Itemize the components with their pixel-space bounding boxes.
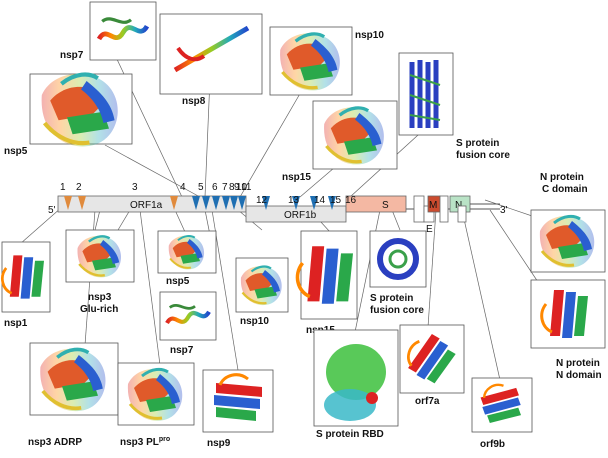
label-s-fusion-top-1: S protein (456, 138, 499, 149)
structure-nsp7-bottom: nsp7 (159, 291, 217, 356)
site-number-14: 14 (314, 195, 326, 206)
structure-nsp7-top: nsp7 (60, 1, 157, 61)
label-nsp8: nsp8 (182, 96, 206, 107)
structure-nsp15-bottom: nsp15 (295, 230, 358, 336)
cleavage-site-markers (64, 196, 336, 210)
structure-s-fusion-top: S protein fusion core (398, 52, 510, 161)
label-n-c-1: N protein (540, 172, 584, 183)
label-s-rbd: S protein RBD (316, 429, 384, 440)
site-marker-4 (192, 196, 200, 210)
site-number-4: 4 (180, 182, 186, 193)
m-label: M (429, 200, 437, 211)
label-nsp7-top: nsp7 (60, 50, 84, 61)
structure-nsp15-top: nsp15 (282, 100, 398, 183)
site-number-11: 11 (241, 182, 252, 193)
label-s-fusion-bottom-2: fusion core (370, 305, 424, 316)
site-number-1: 1 (60, 182, 66, 193)
label-n-c-2: C domain (542, 184, 588, 195)
site-marker-2 (78, 196, 86, 210)
structure-orf9b: orf9b (471, 377, 533, 450)
label-n-n-1: N protein (556, 358, 600, 369)
s-label: S (382, 200, 389, 211)
site-number-12: 12 (256, 195, 268, 206)
label-s-fusion-bottom-1: S protein (370, 293, 413, 304)
structure-nsp3-plpro: nsp3 PLpro (117, 362, 195, 448)
structure-nsp9: nsp9 (202, 369, 274, 449)
site-marker-10 (262, 196, 270, 210)
site-number-8: 8 (229, 182, 235, 193)
label-nsp10-bottom: nsp10 (240, 316, 269, 327)
site-number-2: 2 (76, 182, 82, 193)
structure-nsp8: nsp8 (159, 13, 263, 107)
site-marker-12 (310, 196, 318, 210)
label-s-fusion-top-2: fusion core (456, 150, 510, 161)
site-marker-3 (170, 196, 178, 210)
structure-n-protein-c-domain: N protein C domain (530, 172, 606, 273)
label-nsp5-top: nsp5 (4, 146, 28, 157)
site-number-9: 9 (234, 182, 240, 193)
site-number-16: 16 (345, 195, 357, 206)
site-number-3: 3 (132, 182, 138, 193)
site-marker-6 (212, 196, 220, 210)
structure-nsp10-top: nsp10 (269, 26, 384, 96)
site-number-15: 15 (330, 195, 342, 206)
site-number-7: 7 (222, 182, 228, 193)
structure-n-protein-n-domain: N protein N domain (530, 279, 606, 381)
three-prime-label: 3' (500, 205, 508, 216)
label-nsp7-bottom: nsp7 (170, 345, 194, 356)
site-numbers: 1 2 3 4 5 6 7 8 9 10 11 12 13 14 15 16 (60, 182, 357, 206)
orf3-segment (413, 195, 425, 223)
orf1a-label: ORF1a (130, 200, 163, 211)
site-marker-9 (238, 196, 246, 210)
structure-nsp3-adrp: nsp3 ADRP (28, 342, 119, 448)
site-marker-7 (222, 196, 230, 210)
site-number-13: 13 (288, 195, 300, 206)
site-number-6: 6 (212, 182, 218, 193)
structure-nsp10-bottom: nsp10 (235, 257, 289, 327)
site-marker-8 (230, 196, 238, 210)
site-marker-5 (202, 196, 210, 210)
label-nsp3-pl: nsp3 PLpro (120, 436, 170, 448)
structure-s-fusion-bottom: S protein fusion core (369, 230, 427, 316)
orf6-segment (439, 195, 449, 223)
five-prime-label: 5' (48, 205, 56, 216)
structure-orf7a: orf7a (399, 324, 465, 407)
orf1a-segment (57, 195, 247, 213)
label-nsp15-top: nsp15 (282, 172, 311, 183)
site-marker-11 (292, 196, 300, 210)
structure-nsp5-top: nsp5 (4, 74, 133, 157)
structure-s-protein-rbd: S protein RBD (313, 329, 399, 440)
label-nsp5-bottom: nsp5 (166, 276, 190, 287)
orf9-segment (457, 205, 467, 223)
label-nsp3-adrp: nsp3 ADRP (28, 437, 82, 448)
label-nsp3-pl-main: nsp3 PL (120, 437, 159, 448)
orf1b-label: ORF1b (284, 210, 317, 221)
structure-nsp5-bottom: nsp5 (157, 230, 217, 287)
label-orf9b: orf9b (480, 439, 505, 450)
site-marker-1 (64, 196, 72, 210)
e-label: E (426, 224, 433, 235)
genome-bar: 5' 3' ORF1a ORF1b S E M N (48, 195, 508, 235)
structure-nsp3-glu-rich: nsp3 Glu-rich (65, 229, 135, 315)
label-nsp3-pl-sup: pro (159, 436, 170, 443)
site-marker-13 (328, 196, 336, 210)
site-number-5: 5 (198, 182, 204, 193)
s-segment (345, 195, 407, 213)
label-orf7a: orf7a (415, 396, 440, 407)
n-label: N (455, 200, 462, 211)
label-nsp10-top: nsp10 (355, 30, 384, 41)
label-nsp1: nsp1 (4, 318, 28, 329)
label-nsp3-glu-1: nsp3 (88, 292, 112, 303)
site-number-10: 10 (236, 182, 248, 193)
label-nsp9: nsp9 (207, 438, 231, 449)
label-n-n-2: N domain (556, 370, 602, 381)
label-nsp3-glu-2: Glu-rich (80, 304, 118, 315)
structure-nsp1: nsp1 (1, 241, 51, 329)
